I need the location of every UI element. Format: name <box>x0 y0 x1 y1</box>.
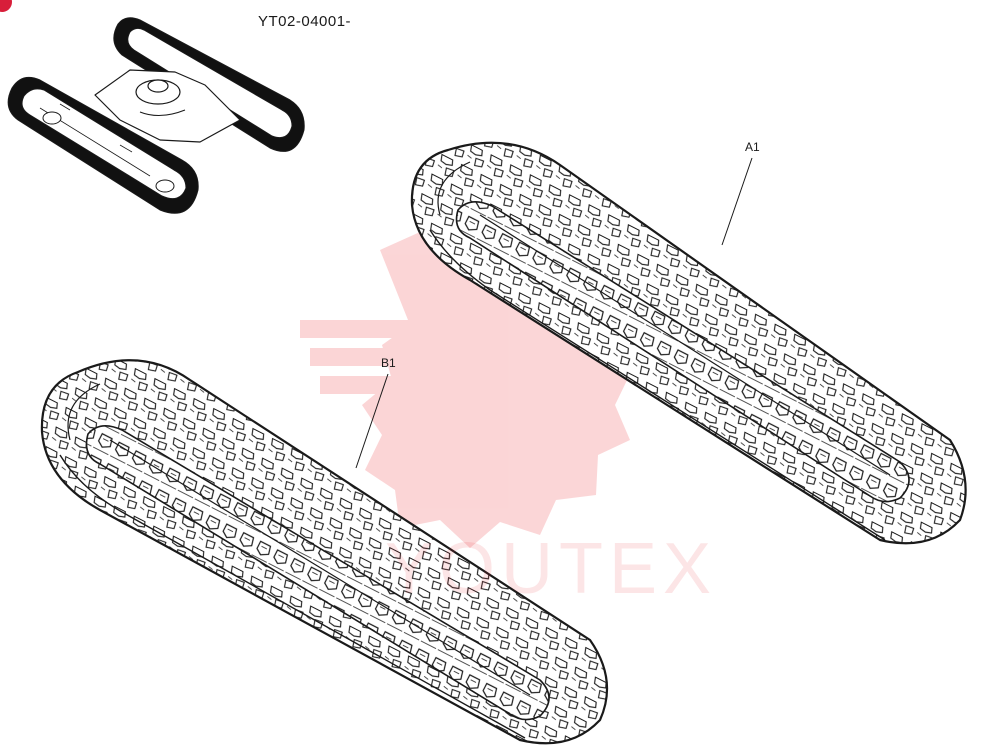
callout-b1: B1 <box>381 356 396 370</box>
undercarriage-overview <box>7 17 305 214</box>
watermark-text: YOUTEX <box>385 529 718 609</box>
rubber-track-a1 <box>410 141 967 545</box>
part-number: YT02-04001- <box>258 13 352 30</box>
leader-line-a1 <box>721 157 753 246</box>
leader-line-b1 <box>355 373 389 469</box>
rubber-track-b1 <box>40 359 609 745</box>
callout-a1: A1 <box>745 140 760 154</box>
corner-marker <box>0 0 12 12</box>
